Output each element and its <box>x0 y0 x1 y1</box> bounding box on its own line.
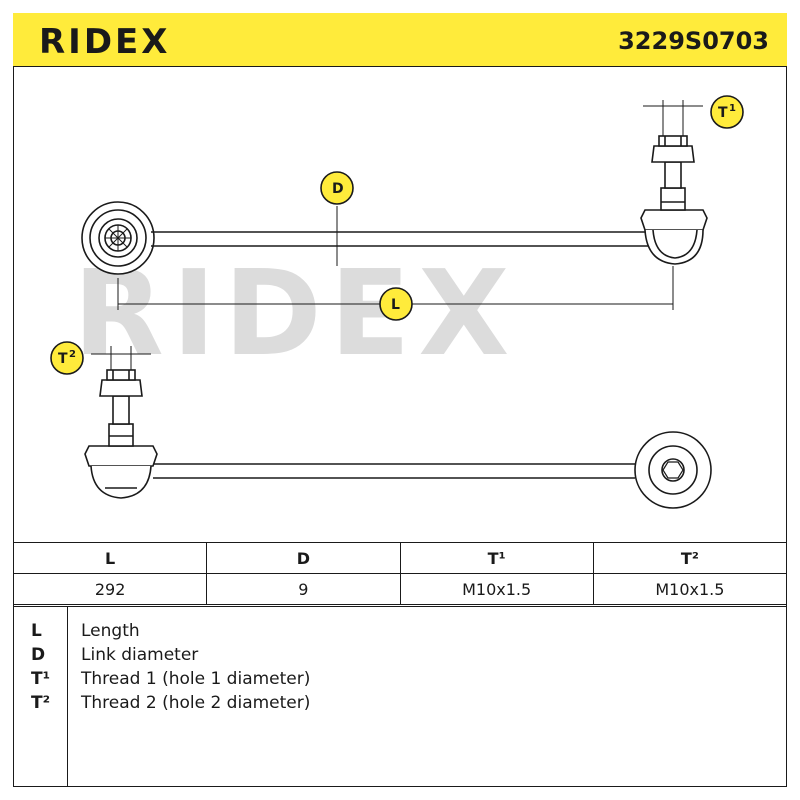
legend: L Length D Link diameter T¹ Thread 1 (ho… <box>13 606 787 787</box>
l-label: L <box>391 297 400 313</box>
watermark: RIDEX <box>73 244 517 382</box>
t2-label-sup: 2 <box>69 349 76 360</box>
legend-item: L Length <box>13 621 773 645</box>
header-bar: RIDEX 3229S0703 <box>13 13 787 67</box>
t1-label-sup: 1 <box>729 103 736 114</box>
t2-label-base: T <box>58 351 68 367</box>
specs-table: L D T¹ T² 292 9 M10x1.5 M10x1.5 <box>12 542 788 605</box>
legend-divider <box>67 607 68 787</box>
legend-symbol: D <box>31 645 46 665</box>
legend-symbol: T² <box>31 693 51 713</box>
spec-header-l: L <box>12 542 208 574</box>
d-label: D <box>332 181 344 197</box>
badge-d: D <box>320 171 354 205</box>
legend-description: Thread 2 (hole 2 diameter) <box>81 693 311 713</box>
badge-l: L <box>379 287 413 321</box>
spec-header-t2: T² <box>592 542 788 574</box>
brand-logo: RIDEX <box>39 22 171 62</box>
spec-value-t2: M10x1.5 <box>592 573 788 605</box>
t1-label-base: T <box>718 105 728 121</box>
legend-item: T² Thread 2 (hole 2 diameter) <box>13 693 773 717</box>
legend-symbol: T¹ <box>31 669 51 689</box>
spec-header-d: D <box>206 542 401 574</box>
legend-item: D Link diameter <box>13 645 773 669</box>
spec-value-t1: M10x1.5 <box>399 573 594 605</box>
spec-header-t1: T¹ <box>399 542 594 574</box>
bottom-stabilizer-link <box>84 346 712 509</box>
part-number: 3229S0703 <box>618 27 769 55</box>
badge-t1: T 1 <box>710 95 744 129</box>
technical-drawing: RIDEX <box>50 95 744 509</box>
legend-item: T¹ Thread 1 (hole 1 diameter) <box>13 669 773 693</box>
legend-symbol: L <box>31 621 42 641</box>
spec-value-l: 292 <box>12 573 208 605</box>
specs-value-row: 292 9 M10x1.5 M10x1.5 <box>12 573 788 605</box>
legend-description: Length <box>81 621 140 641</box>
specs-header-row: L D T¹ T² <box>12 542 788 574</box>
legend-description: Thread 1 (hole 1 diameter) <box>81 669 311 689</box>
top-stabilizer-link <box>81 100 708 310</box>
badge-t2: T 2 <box>50 341 84 375</box>
legend-description: Link diameter <box>81 645 199 665</box>
spec-value-d: 9 <box>206 573 401 605</box>
